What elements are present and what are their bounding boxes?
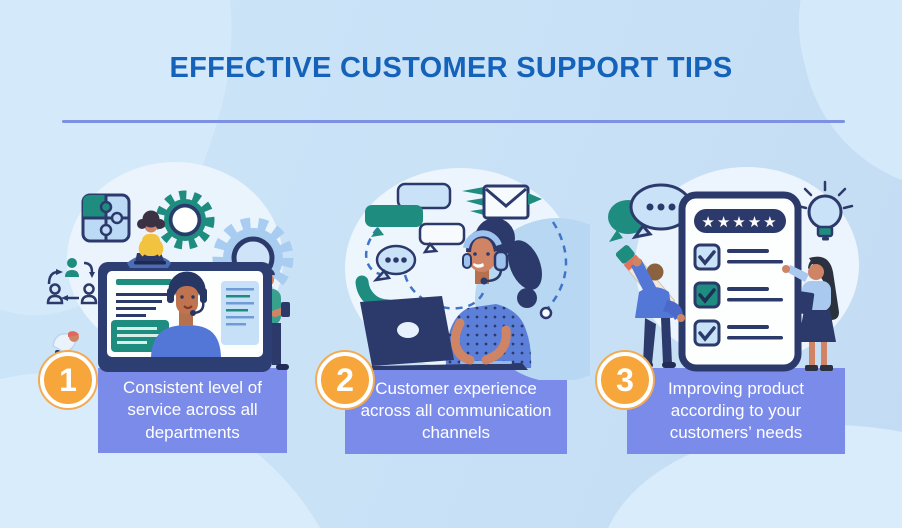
tip-text-2: Customer experience across all communica… — [360, 378, 552, 443]
tip-number-3: 3 — [616, 361, 634, 398]
man-with-pencil — [615, 245, 685, 368]
speech-bubble-outline-icon — [418, 222, 466, 254]
star-rating-bar: ★★★★★ — [694, 209, 786, 233]
checkbox-row — [693, 281, 783, 309]
dot-node — [539, 306, 553, 320]
speech-bubble-icon — [396, 182, 452, 219]
agent-woman — [445, 218, 542, 368]
checkbox-row — [693, 319, 783, 347]
tip-number-badge-2: 2 — [317, 352, 373, 408]
tip-number-2: 2 — [336, 361, 354, 398]
tip-text-3: Improving product according to your cust… — [667, 378, 805, 443]
email-send-icon — [462, 184, 542, 220]
tip-number-badge-1: 1 — [40, 352, 96, 408]
tip-text-1: Consistent level of service across all d… — [123, 378, 262, 442]
illustration-checklist: ★★★★★ — [608, 167, 859, 372]
gear-icon-light — [212, 217, 294, 299]
agent-woman-arms — [450, 318, 511, 365]
standing-phone-person — [255, 267, 290, 370]
chat-dots-icon — [629, 183, 693, 240]
chat-dots-icon — [372, 244, 417, 282]
laptop-icon — [360, 296, 528, 370]
rating-stars: ★★★★★ — [701, 213, 778, 231]
lightbulb-icon — [796, 180, 854, 241]
title-divider — [62, 120, 845, 123]
illustration-agent-laptop — [345, 168, 590, 380]
checklist-board: ★★★★★ — [678, 191, 802, 372]
white-blob — [635, 167, 859, 363]
background-blob — [765, 0, 902, 227]
tip-number-1: 1 — [59, 361, 77, 398]
phone-icon — [355, 275, 395, 313]
woman-with-tablet — [782, 256, 839, 371]
tip-number-badge-3: 3 — [597, 352, 653, 408]
tip-box-2: Customer experience across all communica… — [345, 368, 567, 454]
blue-circle-backdrop — [475, 218, 590, 380]
dashed-connector-lines — [364, 221, 568, 310]
speech-bubble-teal-icon — [608, 200, 648, 242]
tip-box-3: Improving product according to your cust… — [627, 368, 845, 454]
tip-box-1: Consistent level of service across all d… — [98, 368, 287, 453]
pencil-icon — [615, 245, 680, 320]
page-title: EFFECTIVE CUSTOMER SUPPORT TIPS — [169, 52, 733, 84]
speech-bubble-teal-icon — [365, 205, 423, 237]
white-blob — [345, 168, 575, 368]
checkbox-row — [693, 243, 783, 271]
